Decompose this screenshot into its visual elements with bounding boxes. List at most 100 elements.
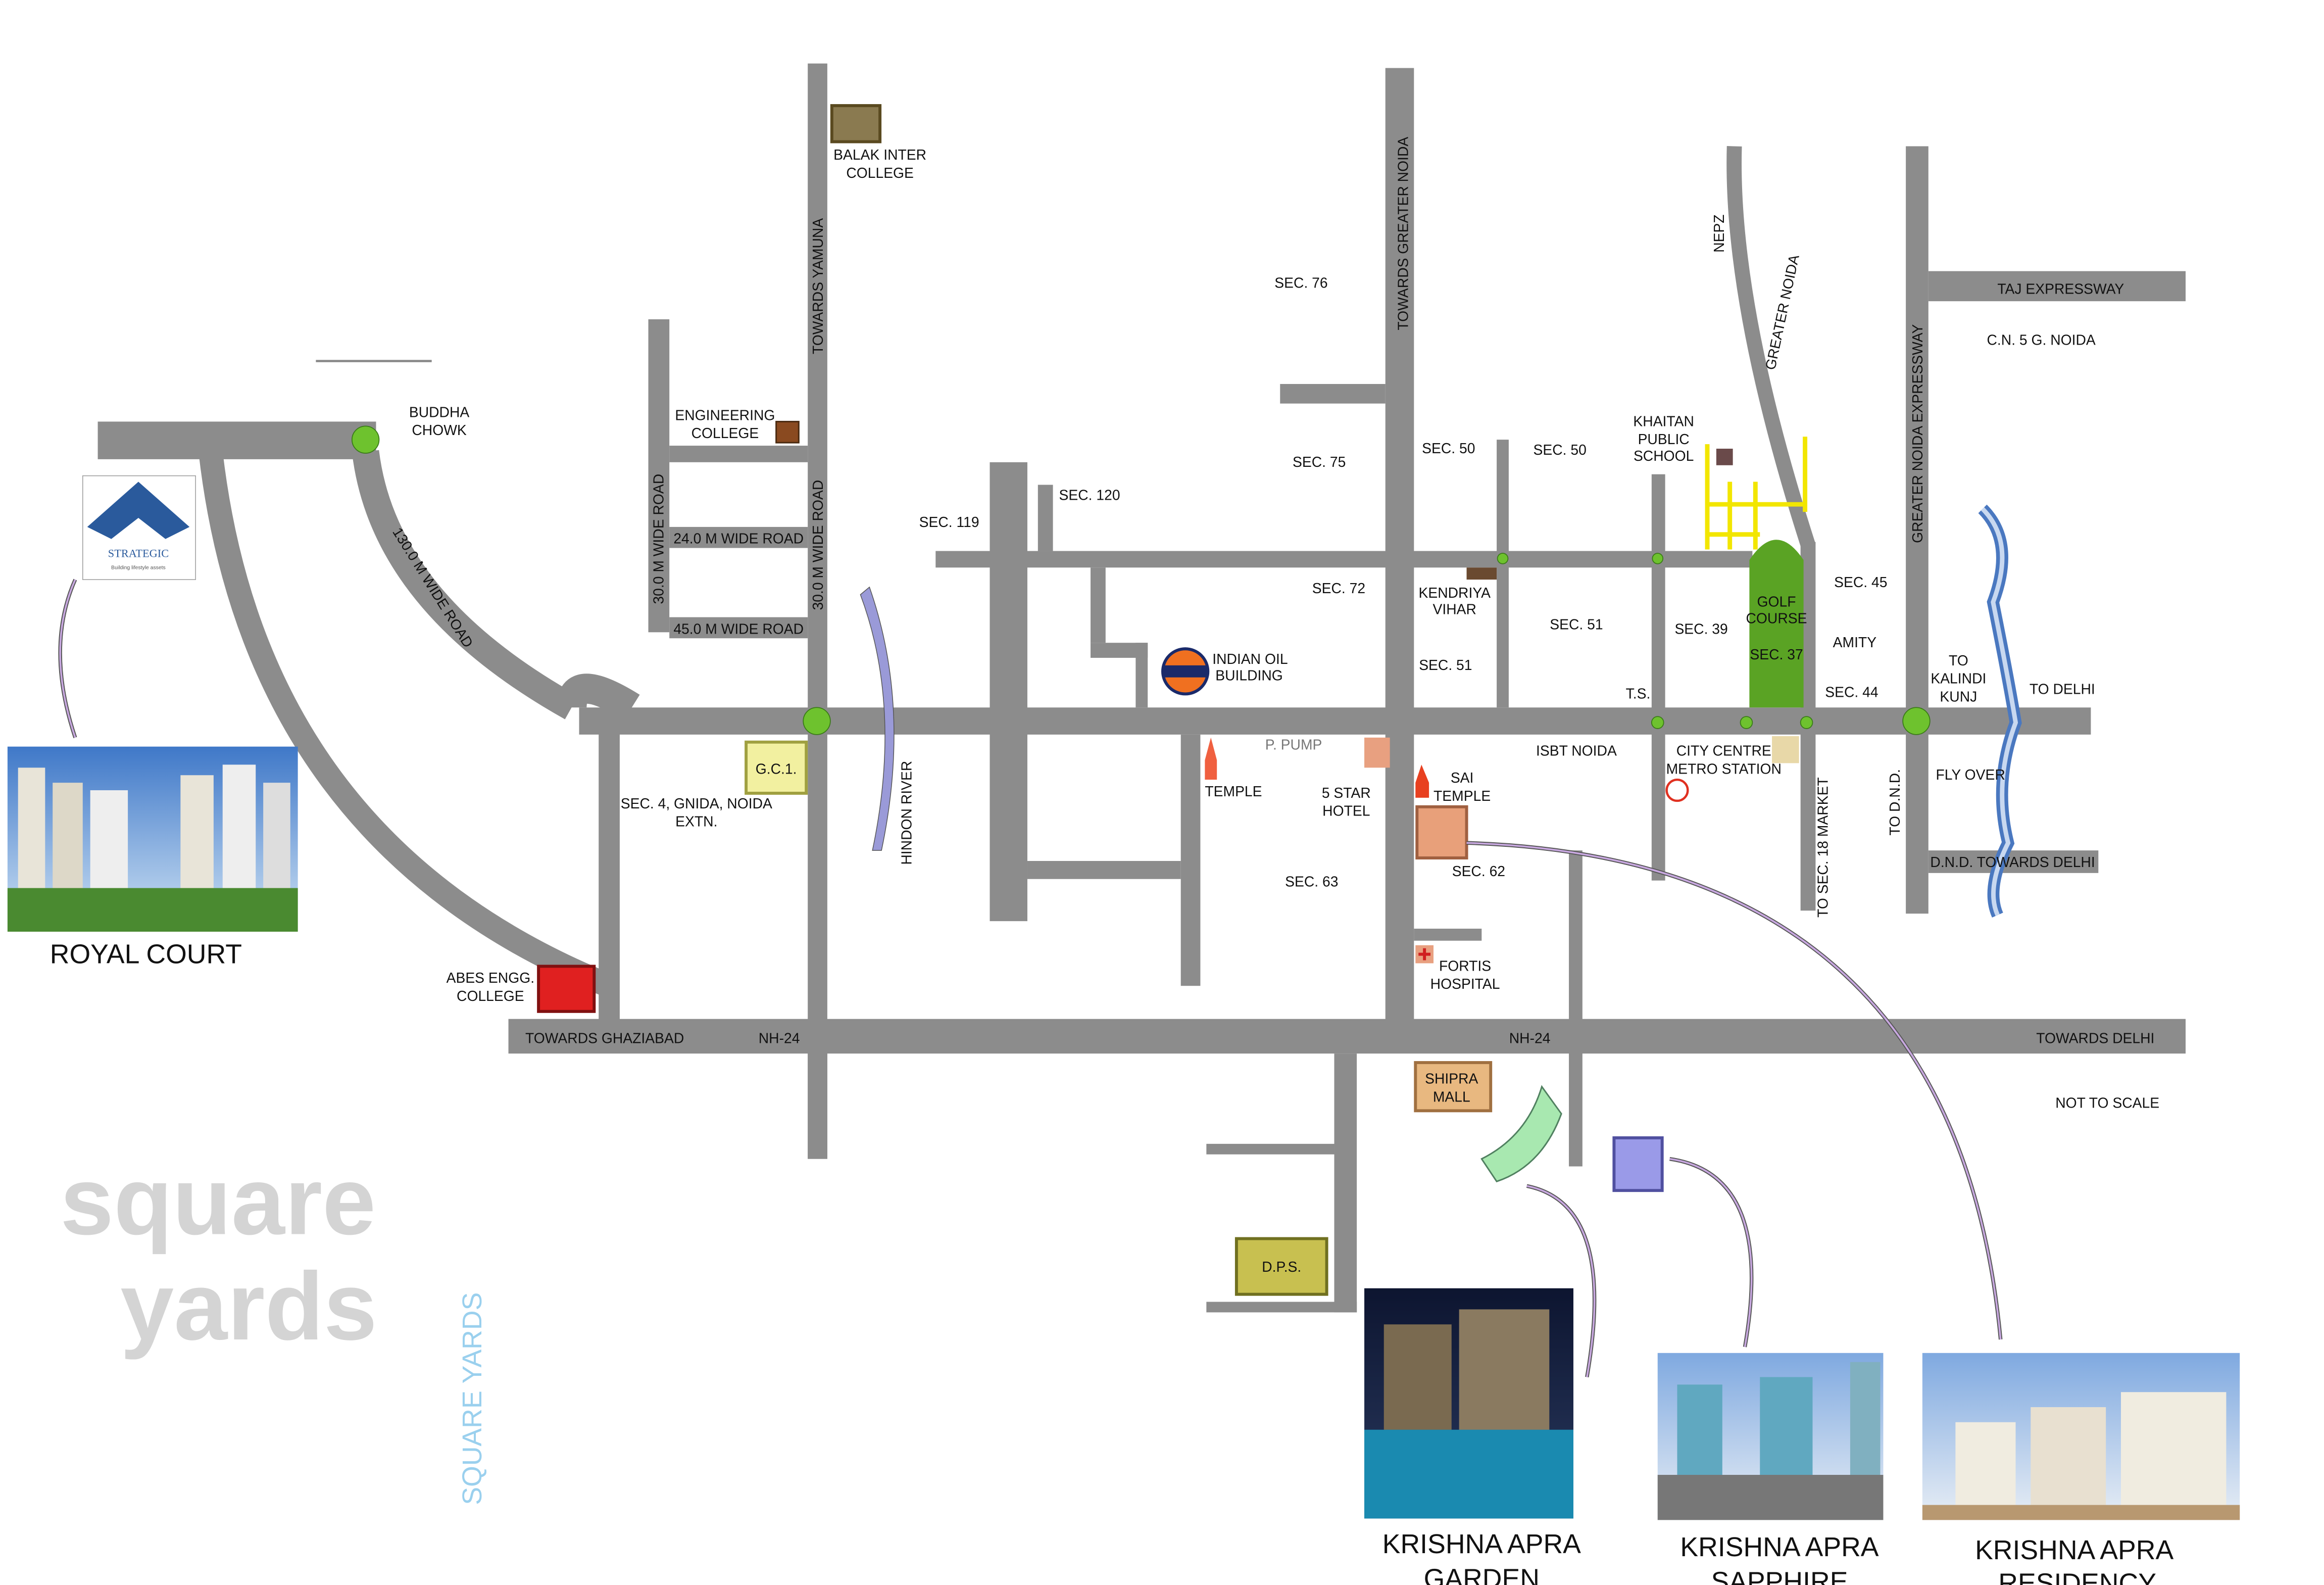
label: KHAITAN (1633, 413, 1694, 429)
label: SEC. 37 (1750, 646, 1803, 662)
label: SHIPRA (1425, 1071, 1478, 1087)
khaitan-school-grid (1705, 437, 1808, 550)
royal-court-photo (7, 746, 298, 932)
label: VIHAR (1433, 601, 1476, 617)
label: HOTEL (1322, 803, 1370, 819)
label: G.C.1. (756, 760, 797, 777)
label: 45.0 M WIDE ROAD (673, 620, 804, 637)
junction-markers (351, 425, 1931, 735)
label: GOLF (1757, 594, 1796, 610)
label: T.S. (1626, 685, 1651, 701)
label: 30.0 M WIDE ROAD (810, 480, 826, 610)
label: BUILDING (1215, 667, 1283, 684)
label: TAJ EXPRESSWAY (1997, 280, 2124, 297)
label: C.N. 5 G. NOIDA (1987, 332, 2095, 348)
balak-college-icon (830, 104, 882, 143)
label: TEMPLE (1205, 783, 1262, 799)
label: SEC. 119 (919, 514, 979, 530)
label: GREATER NOIDA (1762, 253, 1802, 371)
watermark-vertical: SQUARE YARDS (457, 1292, 487, 1505)
label: FORTIS (1439, 957, 1491, 974)
project-residency-line2: RESIDENCY (1998, 1568, 2156, 1585)
label: ENGINEERING (675, 407, 775, 423)
five-star-hotel-icon (1364, 737, 1390, 768)
krishna-apra-sapphire-photo (1657, 1353, 1884, 1520)
label: TOWARDS GHAZIABAD (525, 1030, 684, 1046)
label: INDIAN OIL (1212, 651, 1288, 667)
temple-icon (1205, 737, 1217, 780)
label: BALAK INTER (833, 147, 926, 163)
dps-icon (1234, 1237, 1328, 1296)
strategic-logo: STRATEGIC Building lifestyle assets (82, 475, 196, 580)
label: MALL (1433, 1088, 1470, 1104)
label: KALINDI (1931, 670, 1986, 687)
svg-text:Building lifestyle assets: Building lifestyle assets (111, 565, 166, 570)
project-garden-line2: GARDEN (1424, 1563, 1540, 1585)
label: NH-24 (759, 1030, 800, 1046)
label: EXTN. (675, 813, 717, 830)
label: FLY OVER (1936, 766, 2005, 783)
label: 24.0 M WIDE ROAD (673, 531, 804, 547)
label: SEC. 50 (1422, 440, 1475, 456)
label: PUBLIC (1638, 431, 1690, 447)
label: SEC. 120 (1059, 487, 1120, 503)
engineering-college-icon (775, 420, 800, 444)
label: SEC. 39 (1674, 620, 1727, 637)
label: CITY CENTRE (1676, 743, 1771, 759)
label: P. PUMP (1265, 737, 1322, 753)
label: SAI (1451, 770, 1474, 786)
label: TO SEC. 18 MARKET (1814, 777, 1831, 918)
map-labels: BALAK INTER COLLEGE TOWARDS YAMUNA SEC. … (389, 137, 2159, 1275)
project-names: ROYAL COURT KRISHNA APRA GARDEN KRISHNA … (50, 939, 2174, 1585)
road-network (97, 63, 2186, 1313)
label: CHOWK (412, 422, 467, 438)
label: GREATER NOIDA EXPRESSWAY (1909, 324, 1925, 543)
label: COLLEGE (846, 165, 914, 181)
krishna-apra-residency-photo (1922, 1353, 2240, 1520)
label: ABES ENGG. (447, 970, 534, 986)
label: TOWARDS DELHI (2036, 1030, 2154, 1046)
golf-course-area (1749, 540, 1804, 708)
label: SEC. 4, GNIDA, NOIDA (621, 795, 772, 811)
label: TEMPLE (1433, 788, 1491, 804)
metro-station-icon (1665, 778, 1689, 802)
label: D.P.S. (1262, 1259, 1301, 1275)
hindon-river (860, 586, 895, 851)
krishna-apra-sapphire-marker (1612, 1136, 1664, 1192)
label: HOSPITAL (1430, 976, 1500, 992)
label: COLLEGE (457, 988, 524, 1004)
label: TOWARDS GREATER NOIDA (1395, 137, 1411, 330)
label: COURSE (1746, 610, 1807, 626)
kendriya-vihar-icon (1466, 567, 1497, 580)
project-garden-line1: KRISHNA APRA (1382, 1529, 1581, 1559)
project-sapphire-line2: SAPPHIRE (1711, 1566, 1848, 1585)
label: HINDON RIVER (899, 761, 915, 865)
label: SCHOOL (1634, 448, 1694, 464)
label: SEC. 75 (1293, 454, 1346, 470)
label: COLLEGE (691, 425, 759, 441)
label: TOWARDS YAMUNA (810, 218, 826, 354)
label: SEC. 51 (1550, 616, 1603, 632)
svg-text:STRATEGIC: STRATEGIC (108, 547, 169, 559)
label: NH-24 (1509, 1030, 1551, 1046)
label: D.N.D. TOWARDS DELHI (1930, 854, 2095, 870)
label: SEC. 72 (1312, 580, 1365, 596)
project-royal-court: ROYAL COURT (50, 939, 242, 970)
label: SEC. 45 (1834, 574, 1887, 590)
label: SEC. 62 (1452, 863, 1505, 879)
label: SEC. 63 (1285, 874, 1338, 890)
label: NEPZ (1711, 214, 1727, 252)
watermark: square yards SQUARE YARDS (60, 1147, 487, 1505)
label: TO DELHI (2030, 681, 2095, 697)
label: SEC. 50 (1534, 442, 1587, 458)
project-residency-line1: KRISHNA APRA (1975, 1535, 2173, 1565)
label: TO D.N.D. (1887, 769, 1903, 835)
label: AMITY (1833, 634, 1877, 650)
metro-building-icon (1772, 736, 1799, 763)
krishna-apra-garden-marker (1480, 1085, 1562, 1183)
watermark-line1: square (60, 1147, 376, 1255)
label: METRO STATION (1666, 760, 1782, 777)
project-sapphire-line1: KRISHNA APRA (1680, 1532, 1878, 1562)
label: 30.0 M WIDE ROAD (650, 474, 666, 604)
